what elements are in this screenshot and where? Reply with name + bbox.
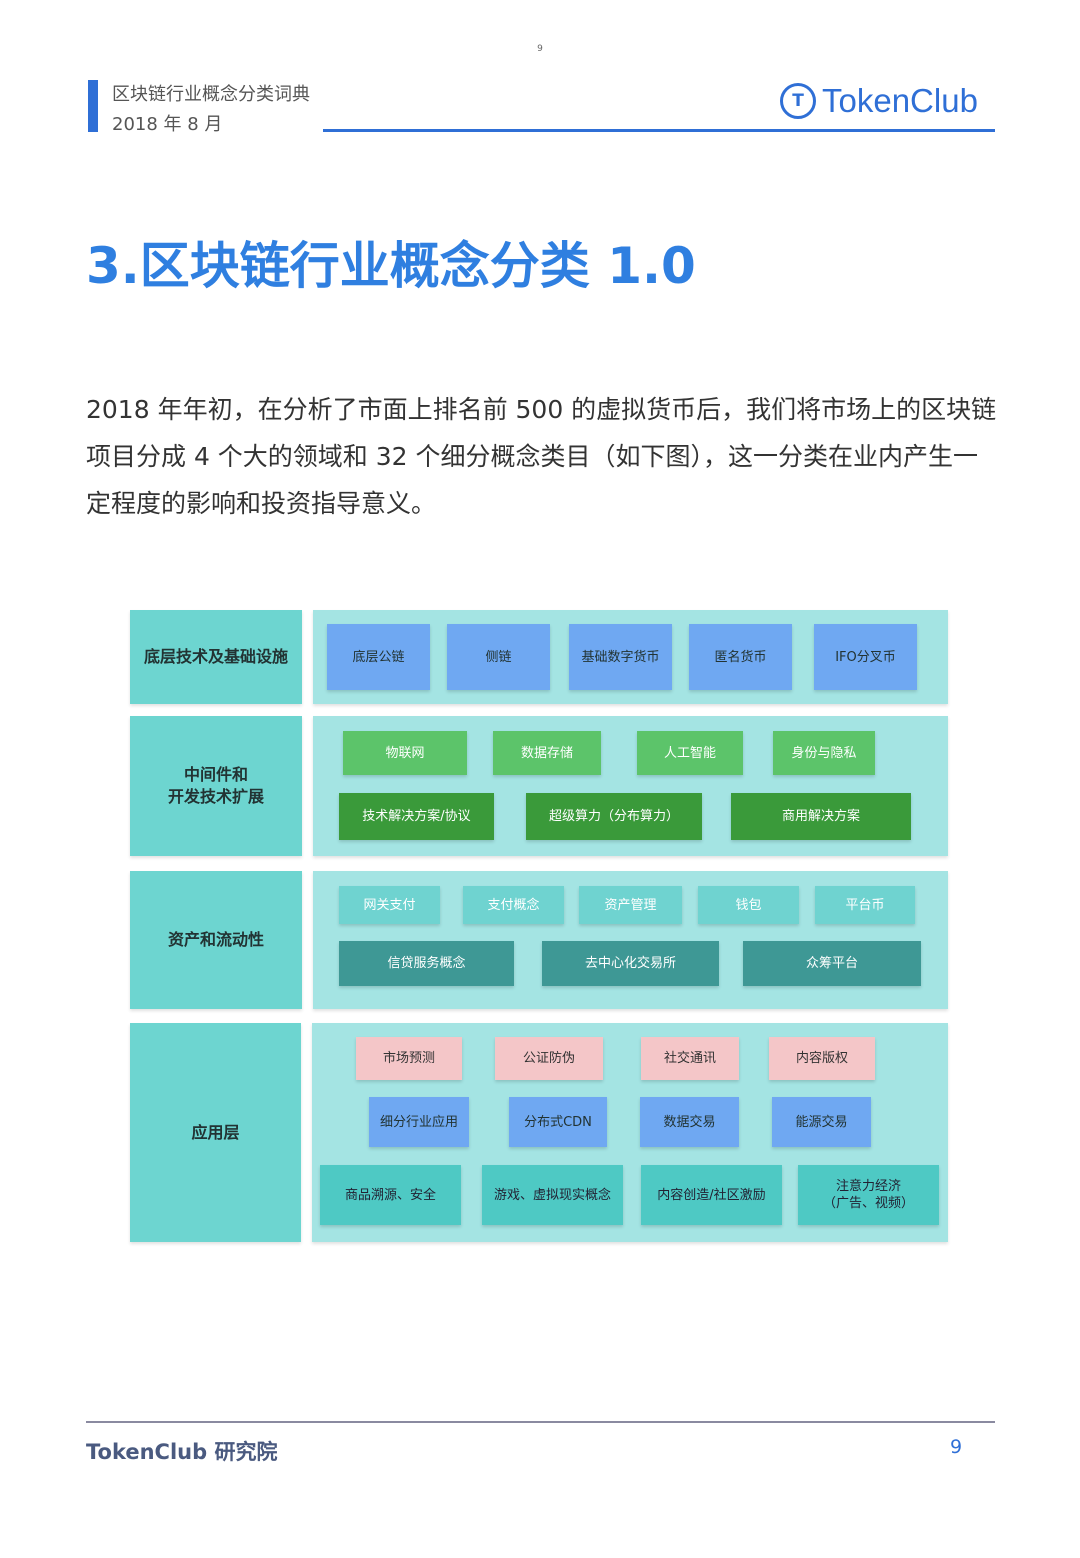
concept-box-line: （广告、视频） <box>822 1196 914 1211</box>
row-label-application: 应用层 <box>130 1023 301 1242</box>
tokenclub-logo-text: TokenClub <box>822 82 978 119</box>
row-label-line: 中间件和 <box>183 765 248 784</box>
concept-box: 众筹平台 <box>743 941 921 986</box>
header-rule <box>323 129 995 132</box>
concept-box: 身份与隐私 <box>773 731 875 775</box>
concept-box: 超级算力（分布算力） <box>526 793 702 840</box>
row-label-middleware: 中间件和 开发技术扩展 <box>130 716 302 856</box>
concept-box: 社交通讯 <box>641 1037 739 1080</box>
header-date: 2018 年 8 月 <box>112 114 223 135</box>
header-doc-title: 区块链行业概念分类词典 <box>112 84 310 105</box>
concept-box: 物联网 <box>343 731 467 775</box>
row-label-assets: 资产和流动性 <box>130 871 302 1009</box>
concept-box: 数据存储 <box>493 731 601 775</box>
concept-box: 能源交易 <box>772 1097 871 1147</box>
concept-box: 细分行业应用 <box>369 1097 469 1147</box>
top-page-number: 9 <box>537 44 543 54</box>
concept-box: 去中心化交易所 <box>542 941 719 986</box>
row-label-infrastructure: 底层技术及基础设施 <box>130 610 302 704</box>
concept-box: IFO分叉币 <box>814 624 917 690</box>
concept-box: 底层公链 <box>327 624 430 690</box>
header-accent-bar <box>88 80 98 132</box>
concept-box-line: 注意力经济 <box>835 1179 901 1194</box>
footer-brand: TokenClub 研究院 <box>86 1440 278 1464</box>
concept-box: 游戏、虚拟现实概念 <box>482 1165 623 1225</box>
concept-box: 内容创造/社区激励 <box>641 1165 782 1225</box>
concept-box: 匿名货币 <box>689 624 792 690</box>
concept-box: 平台币 <box>815 886 915 924</box>
tokenclub-logo-icon: T <box>780 83 816 119</box>
tokenclub-logo: T TokenClub <box>780 80 978 122</box>
footer-page-number: 9 <box>950 1436 963 1458</box>
concept-box: 注意力经济 （广告、视频） <box>798 1165 939 1225</box>
concept-box: 数据交易 <box>640 1097 739 1147</box>
concept-box: 支付概念 <box>463 886 564 924</box>
intro-paragraph: 2018 年年初，在分析了市面上排名前 500 的虚拟货币后，我们将市场上的区块… <box>86 395 997 518</box>
concept-box: 人工智能 <box>637 731 743 775</box>
row-label-line: 开发技术扩展 <box>167 787 264 806</box>
concept-box: 钱包 <box>698 886 799 924</box>
concept-box: 商用解决方案 <box>731 793 911 840</box>
concept-box: 资产管理 <box>579 886 682 924</box>
concept-box: 市场预测 <box>356 1037 462 1080</box>
concept-box: 公证防伪 <box>495 1037 603 1080</box>
concept-box: 分布式CDN <box>509 1097 607 1147</box>
concept-box: 信贷服务概念 <box>339 941 514 986</box>
concept-box: 商品溯源、安全 <box>320 1165 461 1225</box>
concept-box: 侧链 <box>447 624 550 690</box>
concept-box: 技术解决方案/协议 <box>339 793 494 840</box>
section-title: 3.区块链行业概念分类 1.0 <box>86 237 696 295</box>
concept-box: 内容版权 <box>769 1037 875 1080</box>
concept-box: 网关支付 <box>339 886 440 924</box>
footer-rule <box>86 1421 995 1423</box>
concept-box: 基础数字货币 <box>569 624 672 690</box>
